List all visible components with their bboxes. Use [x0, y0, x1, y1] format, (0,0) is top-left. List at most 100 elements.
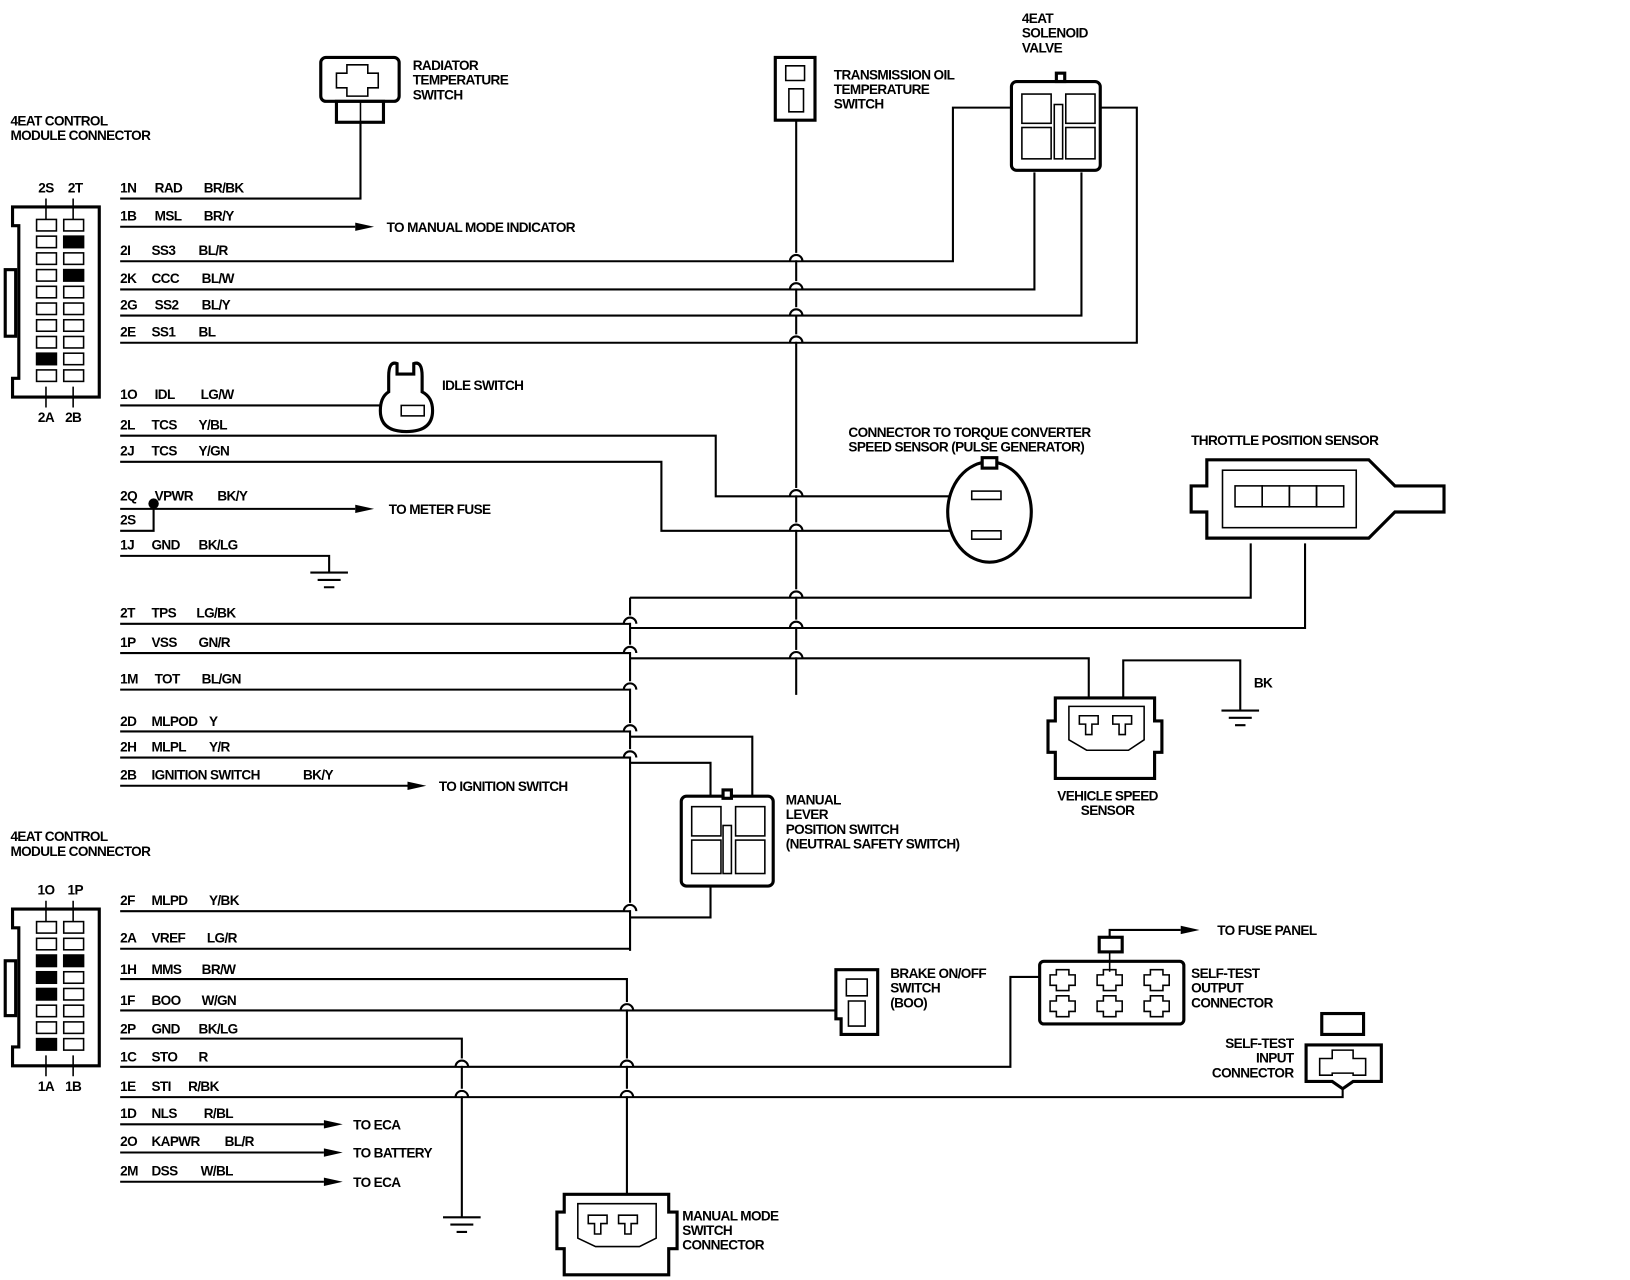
wire-color-label: BK/LG [199, 1021, 238, 1036]
arrow-icon [1180, 925, 1200, 935]
wires [120, 106, 1344, 1228]
crossover-hop [788, 308, 804, 316]
pin-empty [35, 268, 58, 282]
wire-pin-label: 2I [120, 243, 130, 258]
self-test-input-label: CONNECTOR [1212, 1065, 1294, 1080]
pin-empty [35, 1021, 58, 1035]
wire-color-label: BR/W [202, 962, 237, 977]
wire-pin-label: 2B [120, 767, 137, 782]
wire-pin-label: 1F [120, 993, 135, 1008]
crossover-hop [622, 616, 638, 624]
trans-oil-switch-label: TRANSMISSION OIL [834, 67, 955, 82]
wire-pin-label: 2A [120, 930, 137, 945]
destination-label: TO IGNITION SWITCH [439, 779, 568, 794]
wire-1c [120, 975, 1040, 1068]
self-test-output-pins [1049, 968, 1170, 1018]
crossover-hop [619, 1003, 635, 1011]
pin-empty [62, 1004, 85, 1018]
arrow-icon [323, 1148, 343, 1157]
self-test-input-connector [1304, 1011, 1383, 1091]
mlp-switch-label: MANUAL [786, 793, 841, 808]
wire-color-label: BK/Y [217, 489, 248, 504]
wire-color-label: Y/R [209, 739, 231, 754]
radiator-switch-label: RADIATOR [413, 58, 479, 73]
pin-label: 2S [38, 180, 54, 195]
wire-tps-1 [630, 543, 1252, 599]
wire-pin-label: 2E [120, 324, 136, 339]
wire-circuit-label: MLPL [152, 739, 187, 754]
radiator-temperature-switch [319, 55, 401, 124]
wire-circuit-label: SS1 [152, 324, 177, 339]
brake-switch-label: SWITCH [890, 981, 940, 996]
manual-mode-switch-connector [555, 1192, 679, 1277]
wire-circuit-label: GND [152, 538, 181, 553]
connector-pin [1096, 968, 1123, 992]
manual-lever-position-switch [679, 788, 775, 888]
wire-pin-label: 2O [120, 1134, 137, 1149]
mlp-switch-label: (NEUTRAL SAFETY SWITCH) [786, 836, 960, 851]
pin-empty [62, 335, 85, 349]
wire-circuit-label: DSS [152, 1163, 179, 1178]
connector-pin [1049, 968, 1076, 992]
crossover-hop [788, 590, 804, 598]
radiator-switch-label: SWITCH [413, 87, 463, 102]
arrow-icon [355, 504, 375, 514]
crossover-hop [619, 1089, 635, 1098]
trans-oil-switch-label: SWITCH [834, 97, 884, 112]
destination-label: TO BATTERY [353, 1146, 432, 1161]
pin-label: 2A [38, 410, 55, 425]
throttle-position-sensor [1189, 458, 1446, 540]
wire-pin-label: 2G [120, 297, 137, 312]
pin-empty [35, 369, 58, 383]
wire-pin-label: 2F [120, 893, 135, 908]
wire-2h-b [630, 761, 712, 800]
wire-circuit-label: NLS [152, 1106, 178, 1121]
pin-label: 1A [38, 1079, 55, 1094]
pin-filled [35, 970, 58, 985]
wire-color-label: R/BL [204, 1106, 234, 1121]
wire-circuit-label: MMS [152, 962, 182, 977]
pin-label: 2B [65, 410, 82, 425]
connector-pin [1049, 994, 1076, 1018]
wire-vss-bk [1122, 659, 1242, 711]
arrows [323, 222, 1200, 1186]
pin-empty [35, 318, 58, 333]
torque-converter-speed-sensor [946, 456, 1033, 564]
wire-pin-label: 1B [120, 208, 137, 223]
pin-label: 1P [68, 882, 84, 897]
wire-pin-label: 2M [120, 1163, 138, 1178]
wire-pin-label: 2Q [120, 489, 137, 504]
ground-symbols [310, 571, 1260, 1233]
solenoid-valve-label: 4EAT [1022, 11, 1055, 26]
wire-circuit-label: STO [152, 1050, 178, 1065]
wire-2d-b [630, 735, 754, 800]
crossover-hop [622, 903, 638, 912]
wire-1e [120, 1086, 1344, 1099]
wire-pin-label: 2P [120, 1021, 136, 1036]
wire-tps-2 [630, 543, 1307, 630]
pin-empty [35, 937, 58, 951]
ground-icon [443, 1216, 481, 1233]
brake-switch-label: (BOO) [890, 995, 927, 1010]
destination-label: TO MANUAL MODE INDICATOR [387, 220, 576, 235]
arrow-icon [407, 781, 427, 790]
idle-switch [378, 361, 435, 434]
wire-pin-label: 2D [120, 714, 137, 729]
pin-label: 1B [65, 1079, 82, 1094]
pin-filled [62, 268, 85, 282]
pin-empty [35, 235, 58, 249]
pin-empty [62, 1021, 85, 1035]
connector-title: MODULE CONNECTOR [10, 844, 151, 859]
wire-circuit-label: TCS [152, 444, 178, 459]
pin-empty [62, 937, 85, 951]
wire-color-label: W/BL [201, 1163, 234, 1178]
control-module-connector-bottom [3, 900, 101, 1077]
vehicle-speed-sensor [1046, 696, 1164, 781]
wire-vss [630, 657, 1090, 711]
crossover-hop [788, 650, 804, 659]
manual-mode-switch-label: SWITCH [682, 1223, 732, 1238]
pin-empty [62, 318, 85, 333]
wire-color-label: BL/W [202, 271, 235, 286]
pin-empty [62, 352, 85, 366]
